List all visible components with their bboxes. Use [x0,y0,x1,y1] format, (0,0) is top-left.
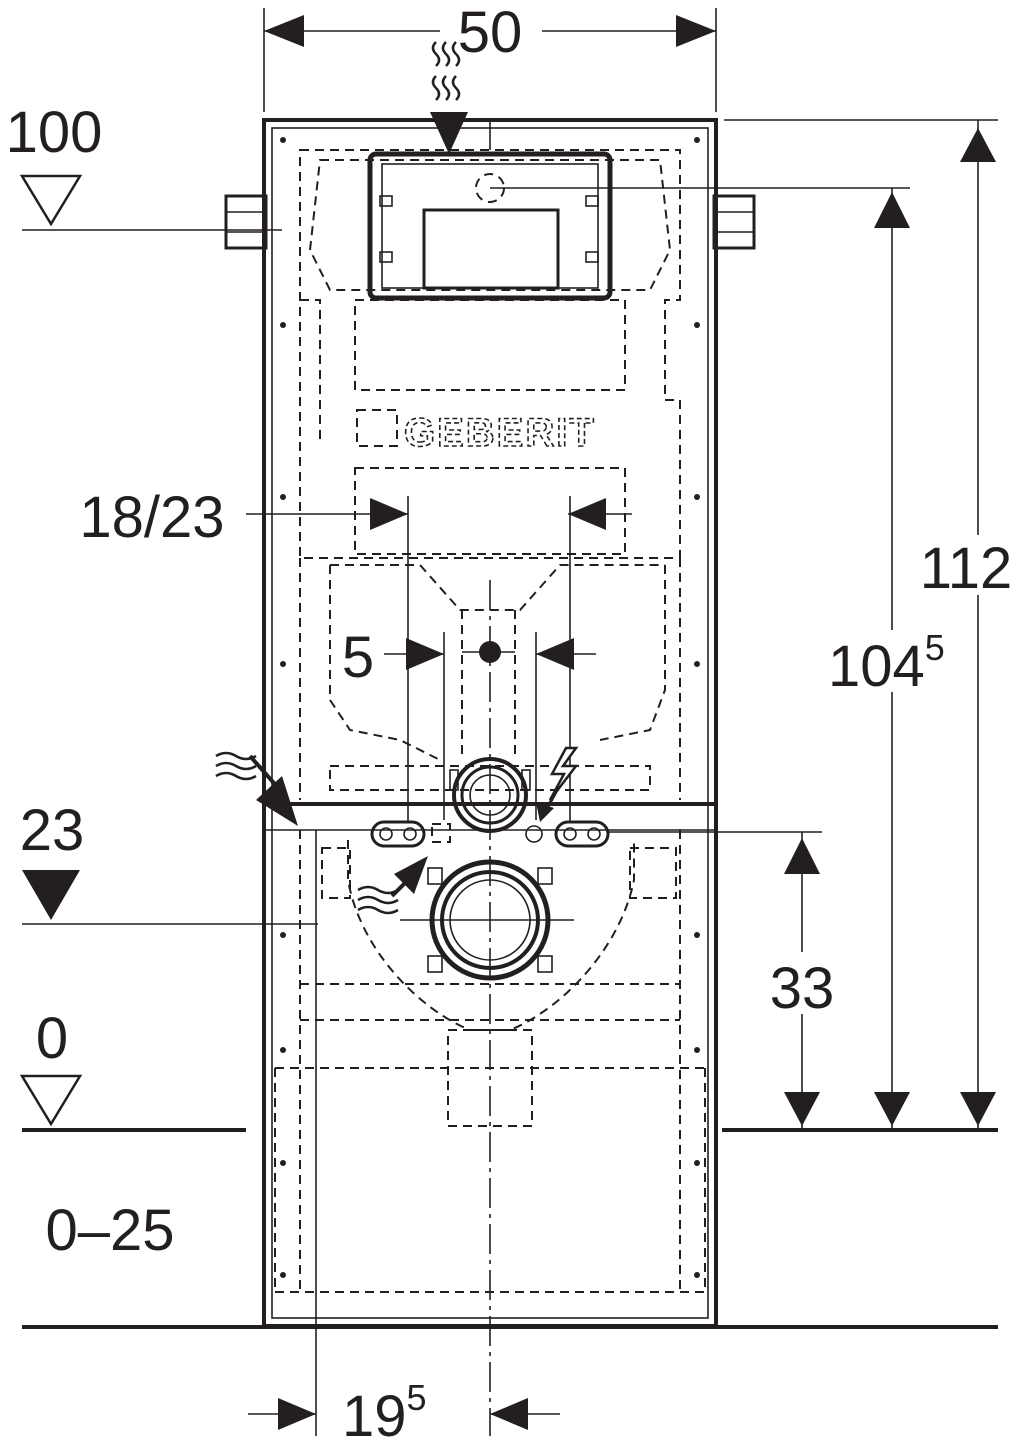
water-inlet-icon [430,41,468,154]
svg-text:1045: 1045 [828,627,945,699]
frame-holes [280,137,700,1278]
level-23-label: 23 [20,798,85,863]
floor-range-label: 0–25 [45,1198,174,1263]
cistern-outline [299,149,681,800]
height-total-label: 112 [920,536,1012,601]
dimension-height-total: 112 [724,119,1012,1130]
level-0-label: 0 [36,1006,68,1071]
dimension-width: 50 [263,0,717,112]
level-0: 0 [19,1006,83,1127]
water-drain-icon [357,856,428,915]
supply-offset-main: 19 [342,1384,407,1440]
logo-text: GEBERIT [404,411,596,455]
svg-text:195: 195 [342,1377,427,1440]
level-100: 100 [6,100,282,231]
water-supply-icon [215,751,298,826]
center-lines [400,120,574,1436]
supply-offset-sup: 5 [407,1377,427,1418]
pan-outline [274,765,706,1293]
geberit-logo: GEBERIT [356,409,596,456]
rod-spacing-label: 18/23 [79,485,224,550]
flush-height-sup: 5 [925,627,945,668]
dimension-drain-height: 33 [608,831,844,1130]
dimension-small-offset: 5 [342,625,596,820]
width-label: 50 [458,0,523,65]
lightning-bolt-icon [536,746,579,822]
dimension-flush-plate-height: 1045 [490,187,952,1130]
drain-height-label: 33 [770,956,835,1021]
small-offset-label: 5 [342,625,374,690]
dimension-supply-offset: 195 [248,830,560,1440]
mounting-slots [370,820,610,848]
flush-plate-opening [367,151,613,301]
level-23: 23 [20,798,318,925]
level-100-label: 100 [6,100,103,165]
flush-height-main: 104 [828,634,925,699]
